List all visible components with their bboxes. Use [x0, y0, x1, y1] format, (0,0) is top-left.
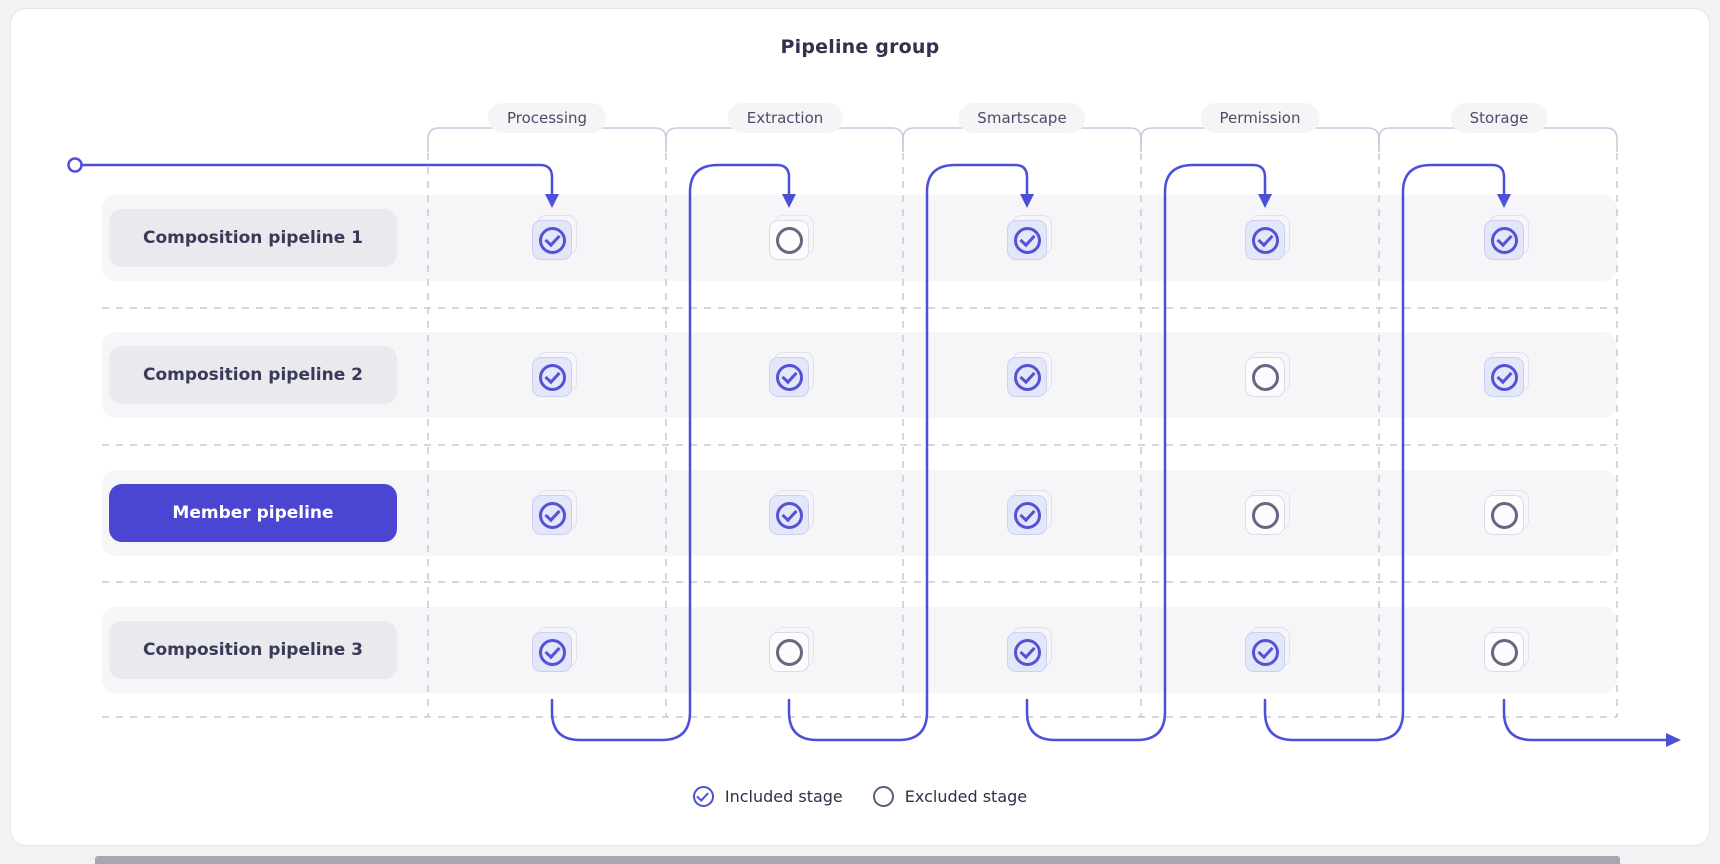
stage-state-icon	[1007, 220, 1047, 260]
stage-cell	[1245, 627, 1290, 672]
column-header-smartscape: Smartscape	[958, 103, 1086, 133]
status-circle-icon	[775, 226, 803, 254]
column-header-storage: Storage	[1450, 103, 1548, 133]
pipeline-row-member: Member pipeline	[102, 470, 1617, 556]
stage-cell	[532, 490, 577, 535]
stage-cell	[1245, 352, 1290, 397]
status-circle-icon	[1490, 501, 1518, 529]
stage-state-icon	[532, 632, 572, 672]
circle-icon	[872, 786, 894, 807]
row-label-member-pipeline: Member pipeline	[109, 484, 397, 542]
status-circle-icon	[1251, 638, 1279, 666]
column-header-extraction: Extraction	[727, 103, 843, 133]
bottom-edge-strip	[95, 856, 1620, 864]
pipeline-row: Composition pipeline 1	[102, 195, 1617, 281]
diagram-card	[10, 8, 1710, 846]
stage-cell	[769, 352, 814, 397]
stage-cell	[1007, 215, 1052, 260]
status-circle-icon	[538, 226, 566, 254]
column-header-processing: Processing	[487, 103, 607, 133]
legend: Included stage Excluded stage	[0, 786, 1720, 807]
status-circle-icon	[538, 638, 566, 666]
status-circle-icon	[1251, 501, 1279, 529]
stage-state-icon	[1007, 495, 1047, 535]
legend-item-excluded: Excluded stage	[872, 786, 1028, 807]
stage-cell	[1484, 490, 1529, 535]
stage-cell	[1007, 627, 1052, 672]
row-label-composition-pipeline-2: Composition pipeline 2	[109, 346, 397, 404]
stage-state-icon	[1484, 220, 1524, 260]
stage-cell	[1245, 490, 1290, 535]
stage-cell	[769, 215, 814, 260]
stage-cell	[1245, 215, 1290, 260]
column-header-permission: Permission	[1200, 103, 1320, 133]
row-label-composition-pipeline-3: Composition pipeline 3	[109, 621, 397, 679]
status-circle-icon	[1013, 226, 1041, 254]
status-circle-icon	[1013, 638, 1041, 666]
stage-state-icon	[532, 495, 572, 535]
legend-item-included: Included stage	[692, 786, 843, 807]
status-circle-icon	[1251, 226, 1279, 254]
status-circle-icon	[1490, 363, 1518, 391]
legend-label: Excluded stage	[904, 787, 1028, 806]
stage-state-icon	[1245, 220, 1285, 260]
status-circle-icon	[538, 363, 566, 391]
status-circle-icon	[1490, 638, 1518, 666]
status-circle-icon	[1251, 363, 1279, 391]
check-circle-icon	[692, 786, 714, 807]
stage-state-icon	[1484, 357, 1524, 397]
pipeline-row: Composition pipeline 2	[102, 332, 1617, 418]
row-label-composition-pipeline-1: Composition pipeline 1	[109, 209, 397, 267]
pipeline-row: Composition pipeline 3	[102, 607, 1617, 693]
stage-state-icon	[769, 495, 809, 535]
stage-cell	[1007, 490, 1052, 535]
stage-state-icon	[1245, 495, 1285, 535]
status-circle-icon	[1013, 501, 1041, 529]
stage-cell	[1007, 352, 1052, 397]
diagram-title: Pipeline group	[780, 36, 940, 58]
stage-state-icon	[769, 220, 809, 260]
stage-state-icon	[1007, 357, 1047, 397]
legend-label: Included stage	[724, 787, 843, 806]
stage-cell	[1484, 627, 1529, 672]
stage-state-icon	[1245, 632, 1285, 672]
stage-cell	[532, 627, 577, 672]
stage-state-icon	[769, 357, 809, 397]
stage-cell	[532, 215, 577, 260]
status-circle-icon	[538, 501, 566, 529]
status-circle-icon	[1490, 226, 1518, 254]
stage-state-icon	[1484, 632, 1524, 672]
stage-cell	[1484, 352, 1529, 397]
status-circle-icon	[775, 363, 803, 391]
stage-cell	[769, 627, 814, 672]
stage-cell	[1484, 215, 1529, 260]
status-circle-icon	[1013, 363, 1041, 391]
status-circle-icon	[775, 638, 803, 666]
stage-state-icon	[769, 632, 809, 672]
stage-state-icon	[532, 220, 572, 260]
stage-state-icon	[532, 357, 572, 397]
stage-cell	[532, 352, 577, 397]
stage-state-icon	[1484, 495, 1524, 535]
stage-cell	[769, 490, 814, 535]
status-circle-icon	[775, 501, 803, 529]
stage-state-icon	[1245, 357, 1285, 397]
stage-state-icon	[1007, 632, 1047, 672]
